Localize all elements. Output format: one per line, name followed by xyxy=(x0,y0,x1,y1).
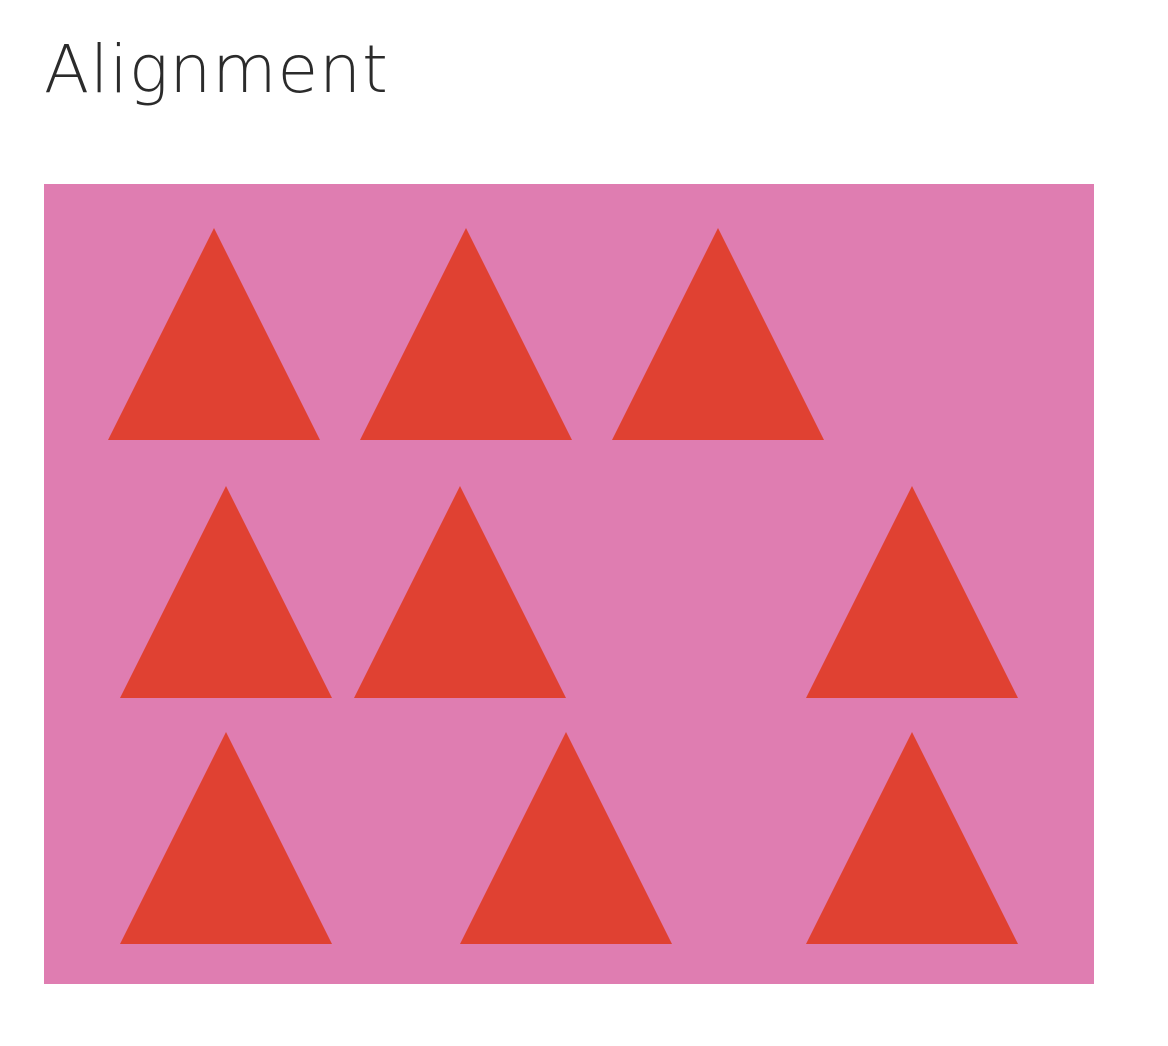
page-title: Alignment xyxy=(44,31,389,108)
alignment-canvas xyxy=(44,184,1094,984)
triangle-grid xyxy=(108,228,1018,944)
alignment-panel xyxy=(44,184,1094,984)
triangle-row-1-3 xyxy=(612,228,824,440)
triangle-row-2-1 xyxy=(120,486,332,698)
triangle-row-2-3 xyxy=(806,486,1018,698)
triangle-row-1-1 xyxy=(108,228,320,440)
triangle-row-3-1 xyxy=(120,732,332,944)
triangle-row-1-2 xyxy=(360,228,572,440)
triangle-row-3-2 xyxy=(460,732,672,944)
triangle-row-3-3 xyxy=(806,732,1018,944)
triangle-row-2-2 xyxy=(354,486,566,698)
